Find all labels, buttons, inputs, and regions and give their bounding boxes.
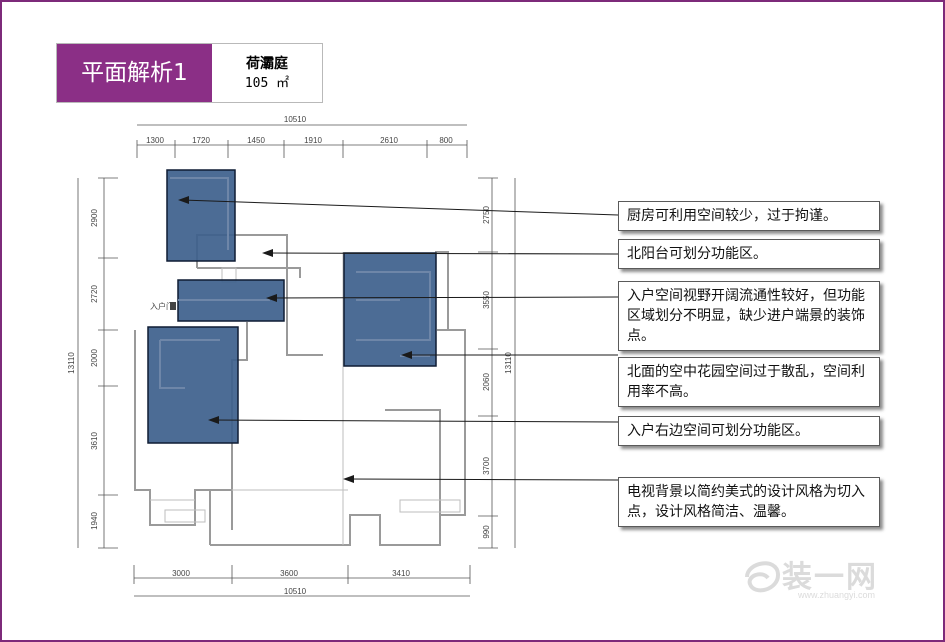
dim-top-6: 800 [439, 136, 453, 145]
note-tv-wall: 电视背景以简约美式的设计风格为切入点，设计风格简洁、温馨。 [618, 477, 880, 527]
dim-right-total: 13110 [504, 352, 513, 374]
pointer-line-2 [265, 252, 619, 255]
arrowhead-5 [208, 416, 219, 424]
pointer-line-6 [346, 478, 619, 481]
dim-left-4: 3610 [90, 432, 99, 450]
pointer-line-5 [211, 419, 619, 423]
dim-bottom-1: 3000 [172, 569, 190, 578]
watermark: 装一网 www.zhuangyi.com [742, 548, 912, 608]
arrowhead-4 [401, 351, 412, 359]
note-kitchen: 厨房可利用空间较少，过于拘谨。 [618, 201, 880, 231]
top-dimensions: 1300 1720 1450 1910 2610 800 10510 [146, 115, 453, 145]
dim-left-1: 2900 [90, 209, 99, 227]
entrance-label: 入户门 [150, 301, 174, 311]
entrance-door-marker [170, 302, 176, 310]
pointer-line-1 [181, 199, 619, 216]
dim-top-3: 1450 [247, 136, 265, 145]
watermark-text: 装一网 [782, 560, 878, 595]
pointer-line-3 [269, 296, 619, 299]
note-north-balcony: 北阳台可划分功能区。 [618, 239, 880, 269]
dim-left-total: 13110 [67, 352, 76, 374]
dim-bottom-3: 3410 [392, 569, 410, 578]
pointer-lines [181, 199, 619, 481]
dim-top-1: 1300 [146, 136, 164, 145]
note-right-room: 入户右边空间可划分功能区。 [618, 416, 880, 446]
zone-right-room [147, 326, 239, 444]
dim-top-total: 10510 [284, 115, 307, 124]
dim-left-2: 2720 [90, 285, 99, 303]
walls [134, 234, 466, 546]
project-area: 105 ㎡ [244, 76, 290, 91]
note-entrance: 入户空间视野开阔流通性较好，但功能区域划分不明显，缺少进户端景的装饰点。 [618, 281, 880, 351]
dim-left-3: 2000 [90, 349, 99, 367]
arrowhead-3 [266, 294, 277, 302]
zone-kitchen [166, 169, 236, 262]
arrowhead-6 [343, 475, 354, 483]
dim-top-2: 1720 [192, 136, 210, 145]
dim-right-2: 3550 [482, 291, 491, 309]
pointer-arrowheads [178, 196, 412, 483]
bottom-dimensions: 3000 3600 3410 10510 [172, 569, 410, 596]
bottom-dimension-lines [133, 565, 471, 597]
title-bar: 平面解析1 荷灞庭 105 ㎡ [56, 43, 323, 103]
note-sky-garden: 北面的空中花园空间过于散乱，空间利用率不高。 [618, 357, 880, 407]
watermark-url: www.zhuangyi.com [798, 590, 876, 600]
top-dimension-lines [136, 124, 468, 158]
dim-top-4: 1910 [304, 136, 322, 145]
project-name: 荷灞庭 [246, 56, 288, 72]
project-info: 荷灞庭 105 ㎡ [212, 44, 322, 102]
right-dimension-lines [478, 177, 516, 549]
dim-bottom-2: 3600 [280, 569, 298, 578]
dim-right-5: 990 [482, 525, 491, 539]
interior-walls [150, 252, 461, 545]
left-dimension-lines [77, 177, 118, 549]
dim-left-5: 1940 [90, 512, 99, 530]
arrowhead-1 [178, 196, 189, 204]
dim-right-4: 3700 [482, 457, 491, 475]
dim-bottom-total: 10510 [284, 587, 307, 596]
zone-sky-garden [343, 252, 437, 367]
right-dimensions: 2750 3550 2060 3700 990 13110 [482, 206, 513, 539]
dim-right-3: 2060 [482, 373, 491, 391]
dim-right-1: 2750 [482, 206, 491, 224]
arrowhead-2 [262, 249, 273, 257]
page-title: 平面解析1 [57, 44, 212, 102]
watermark-logo-icon [745, 561, 780, 593]
dim-top-5: 2610 [380, 136, 398, 145]
left-dimensions: 2900 2720 2000 3610 1940 13110 [67, 209, 99, 530]
highlight-zones [147, 169, 437, 444]
